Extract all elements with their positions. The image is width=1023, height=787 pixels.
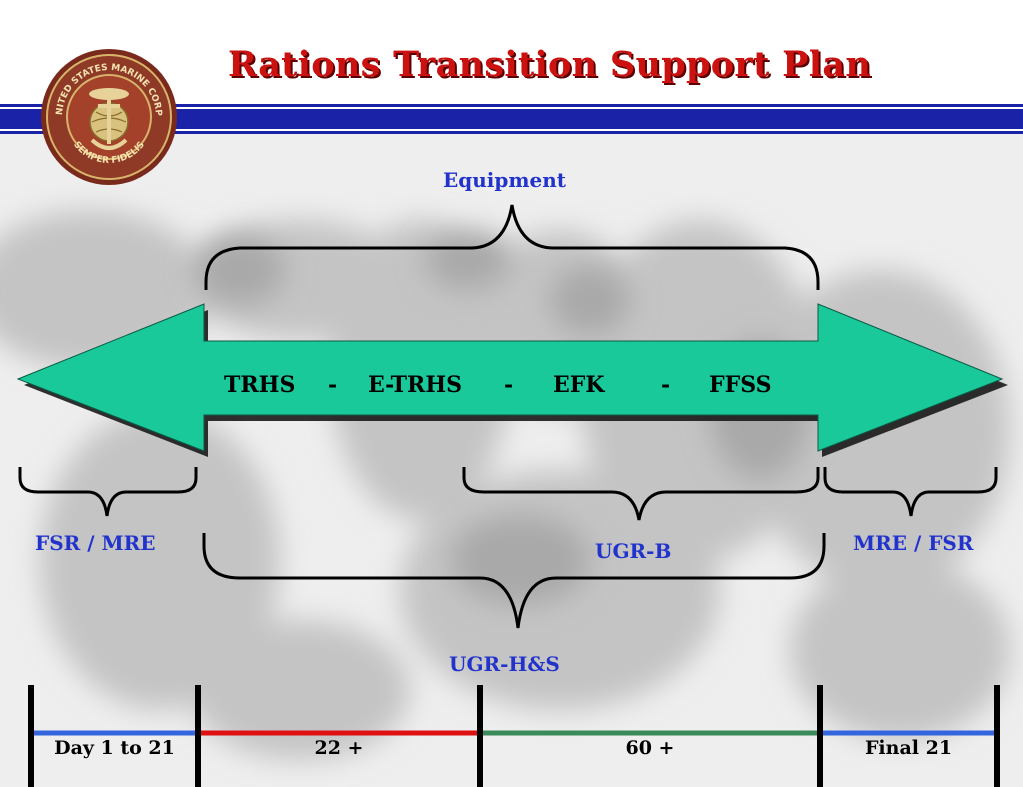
double-arrow <box>16 303 1004 452</box>
timeline-label-60-plus: 60 + <box>625 737 675 759</box>
timeline-tick <box>28 685 34 787</box>
arrow-equipment-list: TRHS - E-TRHS - EFK - FFSS <box>0 372 1023 404</box>
timeline-tick <box>817 685 823 787</box>
equipment-label: Equipment <box>443 168 567 192</box>
timeline-label-final-21: Final 21 <box>864 737 953 759</box>
timeline <box>28 685 1000 787</box>
ugr-hs-brace <box>202 533 826 629</box>
timeline-tick <box>994 685 1000 787</box>
separator: - <box>661 372 671 398</box>
timeline-label-day1-21: Day 1 to 21 <box>54 737 175 759</box>
page-title: Rations Transition Support Plan <box>228 44 872 85</box>
equipment-brace <box>204 204 820 290</box>
fsr-mre-label: FSR / MRE <box>35 531 156 555</box>
mre-fsr-brace <box>823 467 998 517</box>
ugr-hs-label: UGR-H&S <box>449 652 560 676</box>
fsr-mre-brace <box>18 467 198 517</box>
equipment-trhs: TRHS <box>224 372 296 398</box>
timeline-label-22-plus: 22 + <box>314 737 364 759</box>
separator: - <box>504 372 514 398</box>
separator: - <box>328 372 338 398</box>
mre-fsr-label: MRE / FSR <box>853 531 974 555</box>
ugr-b-brace <box>462 467 820 521</box>
timeline-tick <box>195 685 201 787</box>
timeline-tick <box>477 685 483 787</box>
background-photo <box>0 130 1023 787</box>
equipment-ffss: FFSS <box>709 372 772 398</box>
ugr-b-label: UGR-B <box>595 539 672 563</box>
equipment-e-trhs: E-TRHS <box>368 372 462 398</box>
equipment-efk: EFK <box>553 372 605 398</box>
